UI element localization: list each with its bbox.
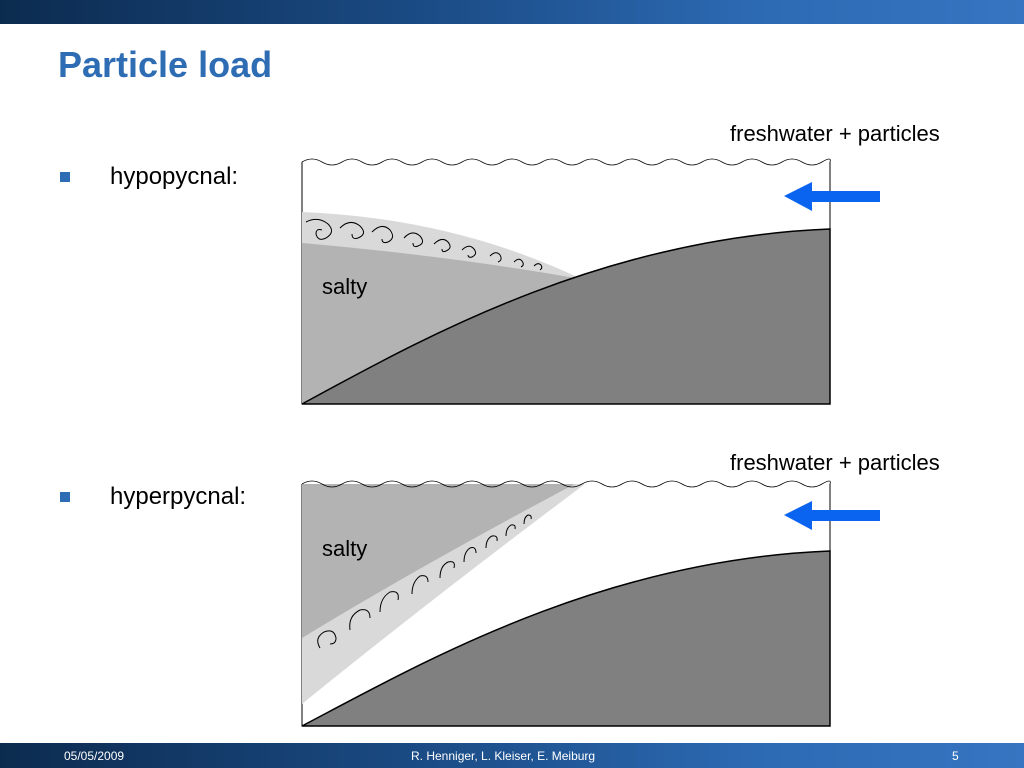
plume-eddies xyxy=(317,514,532,649)
seabed xyxy=(301,228,831,405)
bullet-square-icon xyxy=(60,492,70,502)
inflow-arrow-icon xyxy=(784,501,880,530)
slide-title: Particle load xyxy=(58,44,273,85)
plume-eddies xyxy=(305,218,543,271)
water-surface-wave xyxy=(301,158,831,166)
bullet-hyperpycnal: hyperpycnal: xyxy=(60,483,246,511)
label-salty: salty xyxy=(322,274,367,299)
footer-date: 05/05/2009 xyxy=(64,749,125,763)
caption-freshwater-particles: freshwater + particles xyxy=(730,121,940,146)
particle-plume xyxy=(302,212,575,279)
label-salty: salty xyxy=(322,536,367,561)
bullet-square-icon xyxy=(60,172,70,182)
inflow-arrow-icon xyxy=(784,182,880,211)
footer-authors: R. Henniger, L. Kleiser, E. Meiburg xyxy=(411,749,596,763)
header-bar xyxy=(0,0,1024,24)
footer-page-number: 5 xyxy=(952,749,959,763)
seabed xyxy=(301,550,831,727)
caption-freshwater-particles: freshwater + particles xyxy=(730,450,940,475)
water-surface-wave xyxy=(301,480,831,488)
salty-layer xyxy=(302,484,575,638)
bullet-label: hypopycnal: xyxy=(110,163,239,190)
bullet-hypopycnal: hypopycnal: xyxy=(60,163,238,191)
salty-layer xyxy=(302,243,575,404)
footer-bar: 05/05/2009 R. Henniger, L. Kleiser, E. M… xyxy=(0,743,1024,768)
bullet-label: hyperpycnal: xyxy=(110,483,247,510)
